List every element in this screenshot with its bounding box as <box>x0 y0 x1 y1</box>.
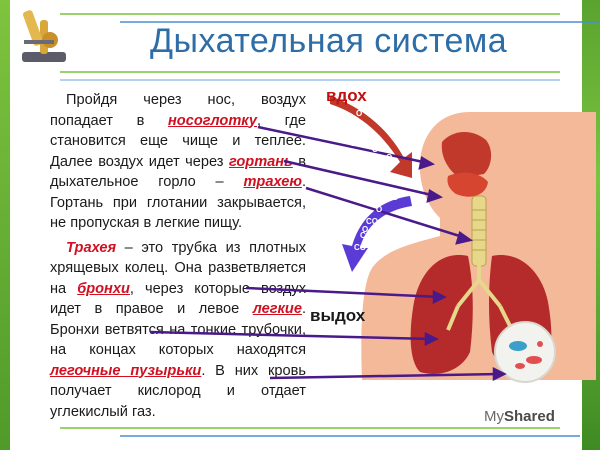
paragraph-trachea: Трахея – это трубка из плотных хрящевых … <box>50 238 306 423</box>
bronchi <box>446 264 514 331</box>
term-nasopharynx: носоглотку <box>167 112 258 129</box>
arrow-nasopharynx <box>257 125 429 165</box>
arrow-lungs <box>149 330 433 341</box>
term-bronchi: бронхи <box>77 280 130 297</box>
arrow-larynx <box>283 159 437 198</box>
paragraph-nose: Пройдя через нос, воздух попадает в носо… <box>50 90 306 234</box>
term-larynx: гортань <box>228 153 293 170</box>
arrow-alveoli <box>269 372 501 380</box>
arrowhead <box>455 230 474 245</box>
term-trachea-heading: Трахея <box>66 239 117 256</box>
text-run: Пройдя через нос, воздух попадает в <box>50 92 306 129</box>
exhale-arrow <box>342 196 412 272</box>
gas-label: CO <box>360 231 372 240</box>
gas-label: O <box>338 111 344 120</box>
gas-label: O <box>376 205 382 214</box>
text-run: . Гортань при глотании закрывается, не п… <box>50 174 306 231</box>
page-title: Дыхательная система <box>150 22 508 60</box>
text-run: . В них кровь получает кислород и отдает… <box>50 362 306 420</box>
watermark-brand: Shared <box>504 408 555 425</box>
arrow-bronchi <box>245 286 441 299</box>
mouth-cavity <box>447 172 488 197</box>
text-run: , через которые воздух идет в правое и л… <box>50 280 307 318</box>
gas-label: O <box>372 145 378 154</box>
arrowhead <box>424 331 439 347</box>
inhale-arrow <box>330 96 412 178</box>
alveoli-inset <box>494 321 556 383</box>
gas-label: O <box>386 153 392 162</box>
arrowhead <box>432 289 447 305</box>
text-run: в дыхательное горло – <box>50 153 307 191</box>
watermark-prefix: My <box>484 408 504 425</box>
exhale-label: выдох <box>310 306 366 325</box>
text-run: – это трубка из плотных хрящевых колец. … <box>50 239 306 297</box>
arrowhead <box>492 366 507 382</box>
gas-label: CO <box>354 243 366 252</box>
inhale-label: вдох <box>326 86 367 105</box>
gas-label: O <box>362 225 368 234</box>
left-frame-border <box>0 0 10 450</box>
watermark: MyShared <box>484 408 555 425</box>
description-text: Пройдя через нос, воздух попадает в носо… <box>50 90 306 426</box>
gas-label: O <box>356 109 362 118</box>
arrowhead <box>426 189 443 203</box>
gas-label: O <box>346 125 352 134</box>
gas-label: CO <box>350 139 362 148</box>
gas-label: CO <box>366 217 378 226</box>
term-trachea: трахею <box>243 174 302 190</box>
arrowhead <box>418 156 435 170</box>
nasal-cavity <box>441 131 492 178</box>
gas-label: O <box>392 193 398 202</box>
arrow-trachea <box>305 186 467 240</box>
term-lungs: легкие <box>252 301 302 317</box>
text-run: , где становится еще чище и теплее. Дале… <box>50 112 306 170</box>
term-alveoli: легочные пузырьки <box>50 362 202 379</box>
